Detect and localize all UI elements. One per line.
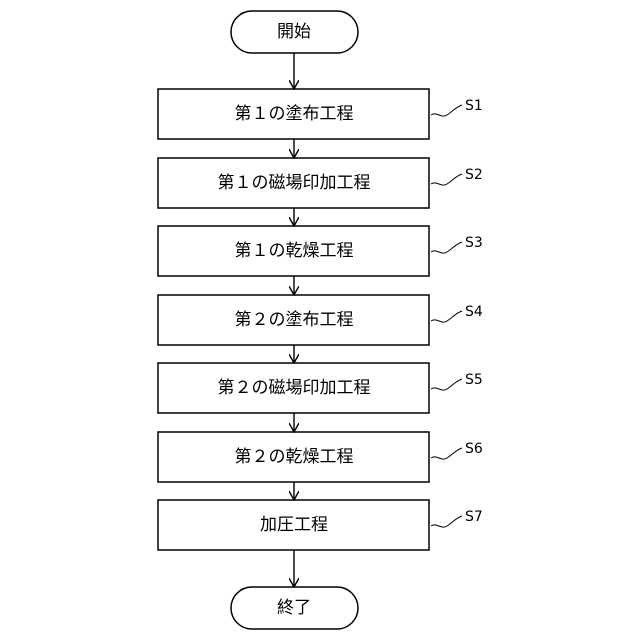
process-step-3-id: S3 xyxy=(465,235,483,251)
process-step-4-id: S4 xyxy=(465,304,483,320)
process-step-5-id: S5 xyxy=(465,372,483,388)
process-step-5-leader xyxy=(431,379,462,390)
process-step-2-label: 第１の磁場印加工程 xyxy=(218,173,371,193)
process-step-2-id: S2 xyxy=(465,167,483,183)
process-step-7-id: S7 xyxy=(465,509,483,525)
process-step-3-leader xyxy=(431,242,462,253)
process-step-6: 第２の乾燥工程 S6 xyxy=(158,432,483,482)
process-step-6-label: 第２の乾燥工程 xyxy=(235,447,354,467)
process-step-1: 第１の塗布工程 S1 xyxy=(158,89,483,139)
process-step-2: 第１の磁場印加工程 S2 xyxy=(158,158,483,208)
process-step-3: 第１の乾燥工程 S3 xyxy=(158,226,483,276)
process-step-1-label: 第１の塗布工程 xyxy=(235,103,354,124)
process-step-6-id: S6 xyxy=(465,441,483,457)
process-step-7: 加圧工程 S7 xyxy=(158,500,483,550)
end-terminal-label: 終了 xyxy=(277,598,311,618)
end-terminal: 終了 xyxy=(231,587,358,629)
process-step-4-leader xyxy=(431,311,462,322)
process-step-7-label: 加圧工程 xyxy=(260,515,328,535)
process-step-2-leader xyxy=(431,174,462,185)
start-terminal-label: 開始 xyxy=(277,22,311,42)
process-step-7-leader xyxy=(431,516,462,527)
process-step-4: 第２の塗布工程 S4 xyxy=(158,295,483,345)
process-step-1-leader xyxy=(431,105,462,116)
process-step-1-id: S1 xyxy=(465,98,483,114)
process-step-3-label: 第１の乾燥工程 xyxy=(235,241,354,261)
start-terminal: 開始 xyxy=(231,11,358,53)
process-step-6-leader xyxy=(431,448,462,459)
process-step-4-label: 第２の塗布工程 xyxy=(235,309,354,330)
process-step-5: 第２の磁場印加工程 S5 xyxy=(158,363,483,413)
process-step-5-label: 第２の磁場印加工程 xyxy=(218,378,371,398)
